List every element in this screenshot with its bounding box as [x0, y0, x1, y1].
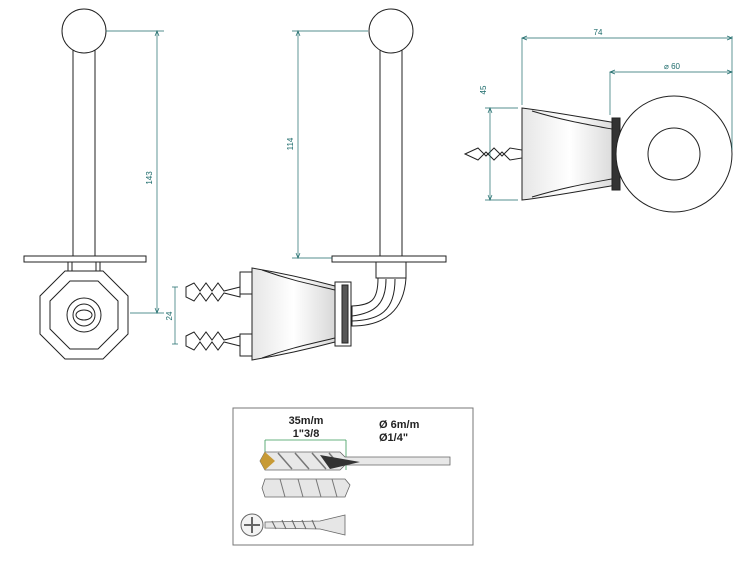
front-ball-knob — [61, 8, 107, 54]
mount-spacing-label: 24 — [165, 311, 174, 320]
top-wall-anchor — [185, 282, 241, 302]
front-rod — [72, 50, 96, 258]
front-dimensions — [106, 30, 178, 345]
drill-diameter-in: Ø1/4" — [379, 432, 408, 444]
wall-plug-icon — [261, 478, 351, 498]
install-box: 35m/m 1"3/8 Ø 6m/m Ø1/4" — [232, 407, 474, 546]
bar-height-label: 114 — [286, 137, 295, 150]
side-dimensions — [292, 30, 368, 259]
side-cone-body — [251, 267, 336, 361]
side-view — [185, 8, 447, 361]
drill-depth-in: 1"3/8 — [293, 428, 320, 440]
top-view — [463, 95, 733, 213]
base-height-label: 45 — [479, 85, 488, 94]
depth-label: 74 — [594, 28, 603, 37]
top-wall-anchor-pin — [463, 147, 523, 161]
total-height-label: 143 — [145, 171, 154, 185]
drill-diameter-mm: Ø 6m/m — [379, 419, 420, 431]
side-ball-knob — [368, 8, 414, 54]
side-rod — [379, 50, 403, 258]
side-elbow — [351, 277, 407, 327]
top-dimensions — [485, 35, 733, 201]
top-cone-body — [521, 107, 618, 201]
front-view — [23, 8, 147, 360]
base-diameter-label: ⌀ 60 — [664, 62, 680, 71]
top-round-base — [615, 95, 733, 213]
front-wall-plate — [23, 255, 147, 263]
bottom-wall-anchor — [185, 331, 241, 351]
screw-icon — [240, 513, 346, 537]
drill-bit-icon — [259, 451, 451, 471]
side-wall-plate — [331, 255, 447, 263]
drill-depth-mm: 35m/m — [289, 415, 324, 427]
